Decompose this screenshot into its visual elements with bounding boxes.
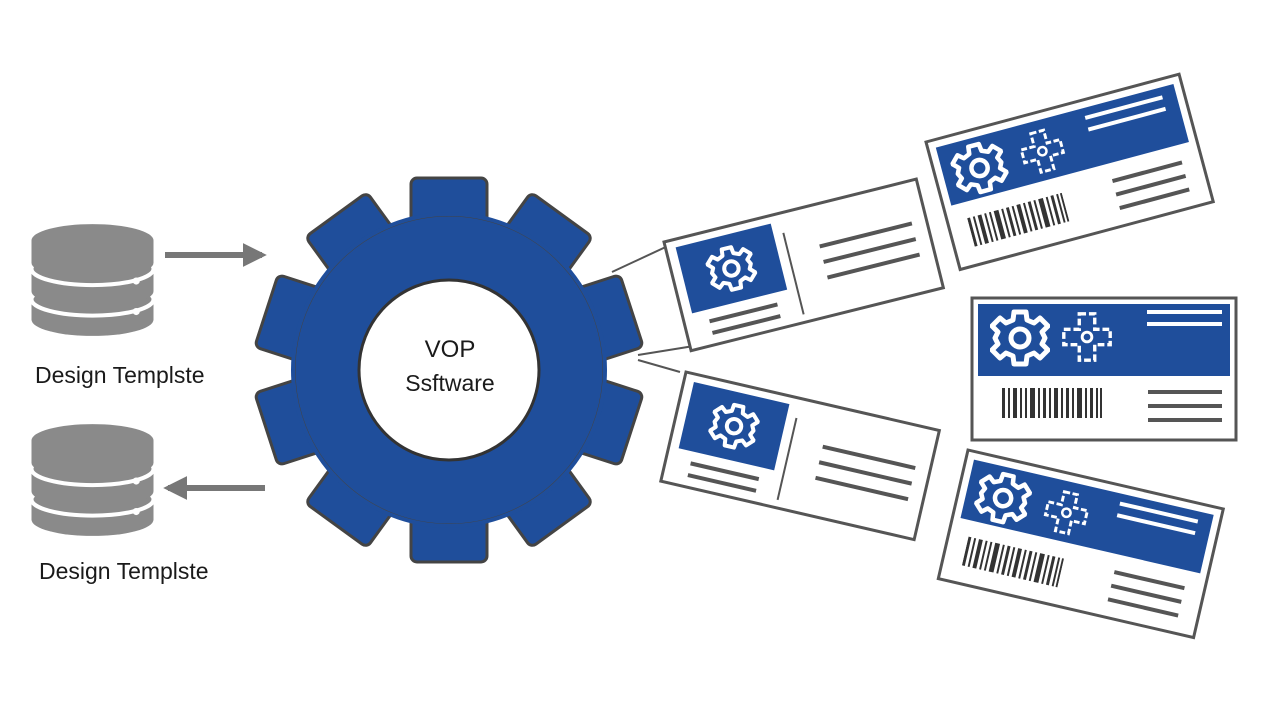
ticket-output-1 (662, 177, 946, 353)
database-icon-bottom (32, 424, 154, 536)
center-title-line-1: VOP (424, 336, 476, 363)
gear-icon (254, 176, 644, 564)
gear-center-circle (357, 278, 541, 462)
ticket-output-3 (924, 72, 1216, 272)
database-label-bottom: Design Templste (39, 558, 209, 584)
center-title-line-2: Ssftware (405, 370, 495, 396)
ticket-output-5 (936, 448, 1226, 640)
ticket-output-4 (970, 296, 1238, 442)
ticket-output-2 (659, 370, 942, 542)
database-label-top: Design Templste (35, 362, 205, 388)
database-icon-top (32, 224, 154, 336)
